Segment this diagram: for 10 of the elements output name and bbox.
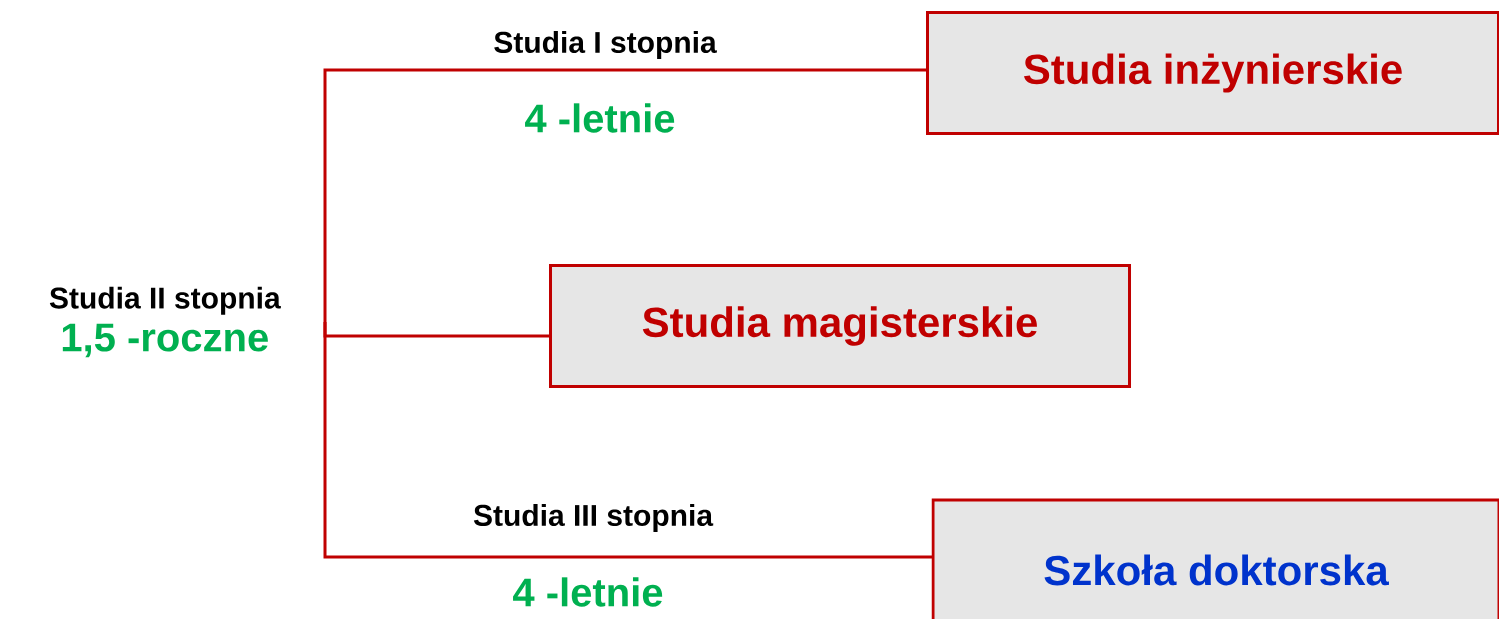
edge-label: Studia I stopnia	[494, 31, 717, 59]
duration-label: 4 -letnie	[513, 577, 663, 607]
stage-label: Studia II stopnia 1,5 -roczne	[49, 286, 281, 358]
program-box: Studia inżynierskie	[926, 11, 1499, 135]
connector-line	[323, 322, 933, 559]
program-box: Studia magisterskie	[549, 264, 1131, 388]
duration-label: 4 -letnie	[525, 103, 675, 133]
connector-line	[323, 68, 928, 322]
program-box: Szkoła doktorska	[931, 498, 1499, 619]
edge-label: Studia III stopnia	[473, 504, 714, 532]
